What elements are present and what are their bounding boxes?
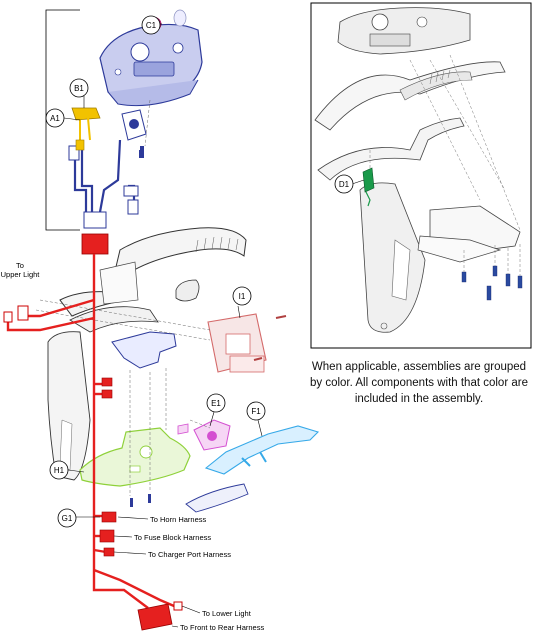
callout-f1-label: F1: [251, 407, 261, 416]
horn-harness-label: To Horn Harness: [150, 515, 207, 524]
callout-e1-label: E1: [211, 399, 221, 408]
base-assembly-h1: [79, 427, 191, 487]
callout-g1-label: G1: [62, 514, 73, 523]
callout-b1: B1: [69, 78, 89, 98]
callout-i1: I1: [232, 286, 252, 306]
upper-light-label-line2: Upper Light: [1, 270, 41, 279]
lower-cover: [185, 483, 249, 513]
callout-c1: C1: [141, 15, 161, 35]
mounting-plate: [111, 331, 177, 369]
color-grouping-note: When applicable, assemblies are grouped …: [310, 361, 528, 405]
alignment-lines: [35, 99, 211, 496]
callout-c1-label: C1: [146, 21, 157, 30]
callout-g1: G1: [57, 508, 77, 528]
callout-d1-label: D1: [339, 180, 350, 189]
callout-a1-label: A1: [50, 114, 60, 123]
brake-lever-f1: [204, 425, 320, 475]
fuse-block-harness-label: To Fuse Block Harness: [134, 533, 211, 542]
callout-b1-label: B1: [74, 84, 84, 93]
switch-assembly-b1: [71, 107, 101, 151]
callout-a1: A1: [45, 108, 65, 128]
console-assembly-a1: [68, 23, 203, 229]
bracket-assembly-e1: [177, 419, 231, 451]
callout-i1-label: I1: [239, 292, 246, 301]
callout-e1: E1: [206, 393, 226, 413]
wire-harness-g1: [3, 233, 183, 631]
screw-set: [130, 150, 151, 507]
callout-h1: H1: [49, 460, 69, 480]
callout-h1-label: H1: [54, 466, 65, 475]
controller-module-i1: [207, 313, 287, 373]
tiller-handlebar: [47, 227, 247, 481]
front-rear-harness-label: To Front to Rear Harness: [180, 623, 264, 632]
charger-port-harness-label: To Charger Port Harness: [148, 550, 231, 559]
callout-f1: F1: [246, 401, 266, 421]
lower-light-label: To Lower Light: [202, 609, 252, 618]
callout-d1: D1: [334, 174, 354, 194]
upper-light-label-line1: To: [16, 261, 24, 270]
